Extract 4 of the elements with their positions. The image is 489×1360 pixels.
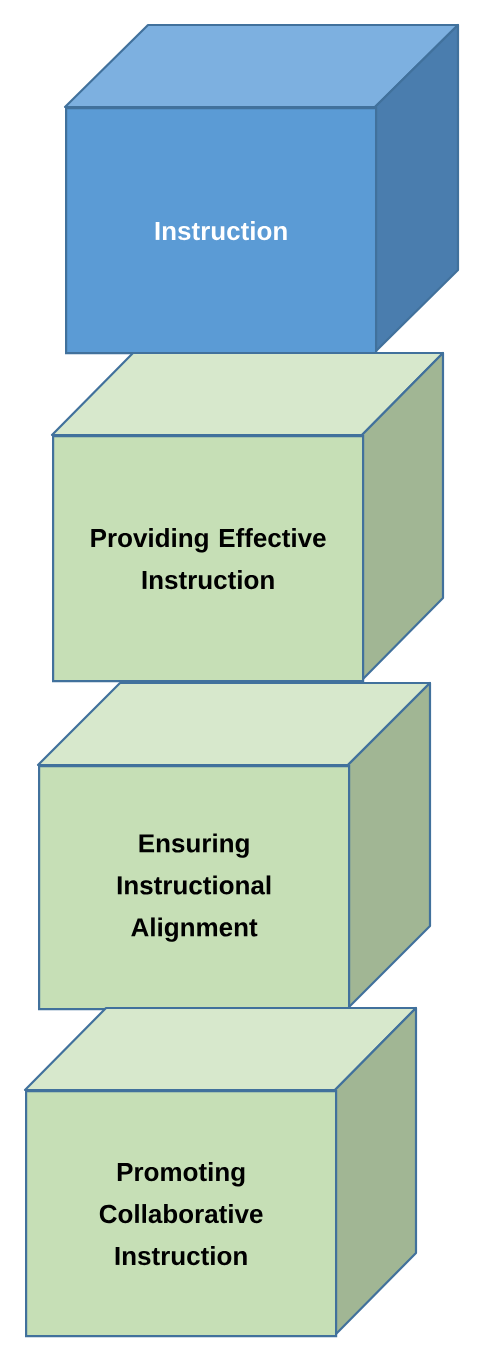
cube: Instruction	[63, 23, 460, 355]
cube: Promoting Collaborative Instruction	[23, 1006, 418, 1338]
cube: Providing Effective Instruction	[50, 351, 445, 683]
cube: Ensuring Instructional Alignment	[36, 681, 432, 1011]
